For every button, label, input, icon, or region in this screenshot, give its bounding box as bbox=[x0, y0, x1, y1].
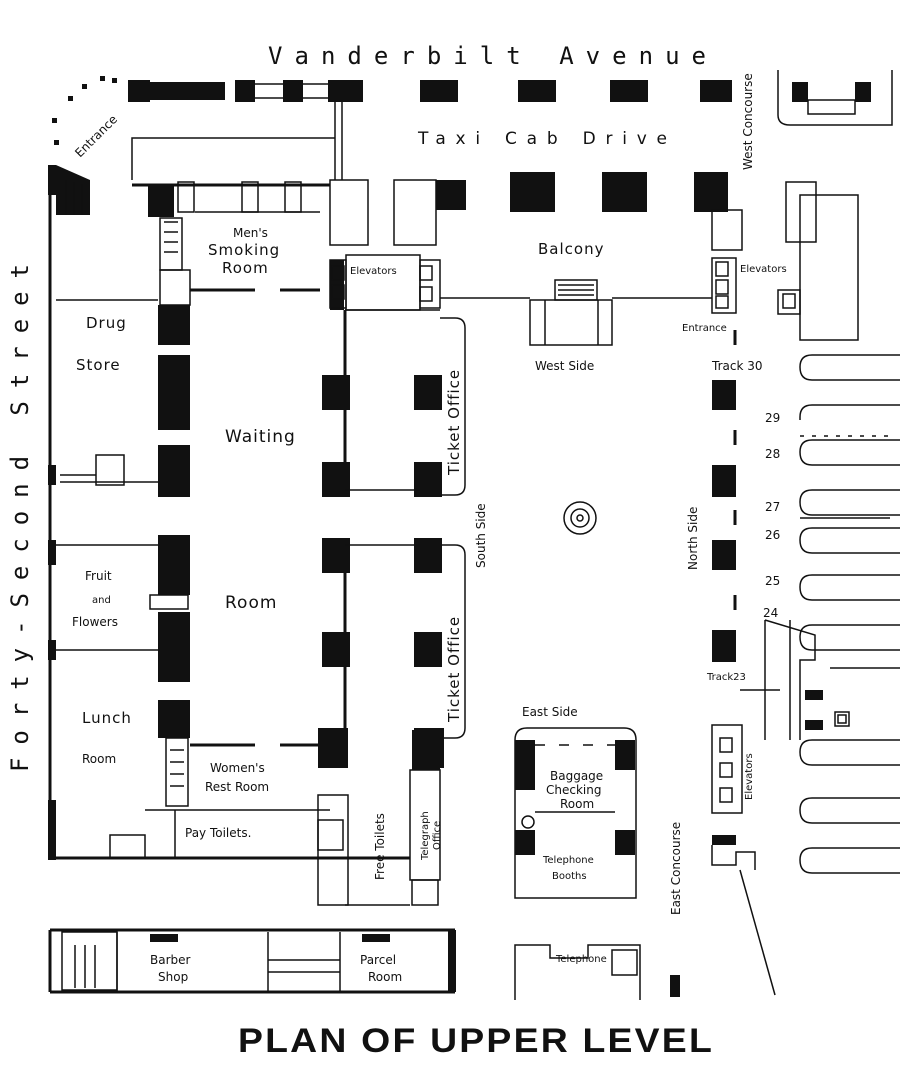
mens-smoking-label-1: Men's bbox=[233, 226, 268, 240]
fruit-label-2: and bbox=[92, 595, 111, 606]
telegraph-label-2: Office bbox=[432, 821, 443, 850]
waiting-label: Waiting bbox=[225, 427, 296, 447]
elevator-icons bbox=[331, 261, 796, 309]
baggage-label-2: Checking bbox=[546, 783, 601, 797]
forty-second-street-label: Forty-Second Street bbox=[6, 262, 34, 772]
lunch-label-1: Lunch bbox=[82, 709, 132, 727]
north-side-label: North Side bbox=[686, 507, 700, 570]
baggage-label-3: Room bbox=[560, 797, 594, 811]
vanderbilt-avenue-label: Vanderbilt Avenue bbox=[268, 42, 708, 70]
fruit-label-1: Fruit bbox=[85, 569, 112, 583]
taxi-cab-drive-label: Taxi Cab Drive bbox=[417, 129, 668, 149]
plan-title: PLAN OF UPPER LEVEL bbox=[238, 1022, 714, 1060]
west-side-label: West Side bbox=[535, 359, 594, 373]
womens-label-1: Women's bbox=[210, 761, 265, 775]
entrance-markers bbox=[52, 76, 117, 145]
elevators-right-label: Elevators bbox=[740, 264, 787, 275]
track-27-label: 27 bbox=[765, 500, 780, 514]
entrance-right-label: Entrance bbox=[682, 323, 727, 334]
lunch-label-2: Room bbox=[82, 752, 116, 766]
phone-booths-label-2: Booths bbox=[552, 871, 587, 882]
fruit-label-3: Flowers bbox=[72, 615, 118, 629]
track-25-label: 25 bbox=[765, 574, 780, 588]
balcony-label: Balcony bbox=[538, 240, 604, 258]
track-29-label: 29 bbox=[765, 411, 780, 425]
ticket-office-label-2: Ticket Office bbox=[445, 616, 463, 723]
barber-label-2: Shop bbox=[158, 970, 188, 984]
track-30-label: Track 30 bbox=[711, 359, 762, 373]
track-24-label: 24 bbox=[763, 606, 778, 620]
ticket-office-label-1: Ticket Office bbox=[445, 369, 463, 476]
building-walls bbox=[48, 102, 900, 1000]
balcony-stairs bbox=[529, 279, 613, 346]
entrance-top-label: Entrance bbox=[72, 112, 120, 160]
east-concourse-label: East Concourse bbox=[669, 822, 683, 915]
track-23-label: Track23 bbox=[706, 672, 746, 683]
pay-toilets-label: Pay Toilets. bbox=[185, 826, 251, 840]
elevators-east-label: Elevators bbox=[744, 753, 755, 800]
track-platforms bbox=[799, 354, 900, 874]
drug-store-label-2: Store bbox=[76, 356, 121, 374]
east-side-label: East Side bbox=[522, 705, 578, 719]
mens-smoking-label-3: Room bbox=[222, 259, 269, 277]
telephone-label: Telephone bbox=[555, 954, 607, 965]
parcel-label-1: Parcel bbox=[360, 953, 396, 967]
barber-label-1: Barber bbox=[150, 953, 191, 967]
telegraph-label-1: Telegraph bbox=[420, 811, 431, 861]
track-26-label: 26 bbox=[765, 528, 780, 542]
phone-booths-label-1: Telephone bbox=[542, 855, 594, 866]
room-label: Room bbox=[225, 593, 277, 613]
south-side-label: South Side bbox=[474, 503, 488, 568]
vanderbilt-frontage bbox=[128, 70, 893, 126]
track-28-label: 28 bbox=[765, 447, 780, 461]
womens-label-2: Rest Room bbox=[205, 780, 269, 794]
parcel-label-2: Room bbox=[368, 970, 402, 984]
mens-smoking-label-2: Smoking bbox=[208, 241, 280, 259]
drug-store-label-1: Drug bbox=[86, 314, 127, 332]
free-toilets-label: Free Toilets bbox=[373, 813, 387, 880]
baggage-label-1: Baggage bbox=[550, 769, 603, 783]
elevators-left-label: Elevators bbox=[350, 266, 397, 277]
west-concourse-label: West Concourse bbox=[741, 73, 755, 170]
